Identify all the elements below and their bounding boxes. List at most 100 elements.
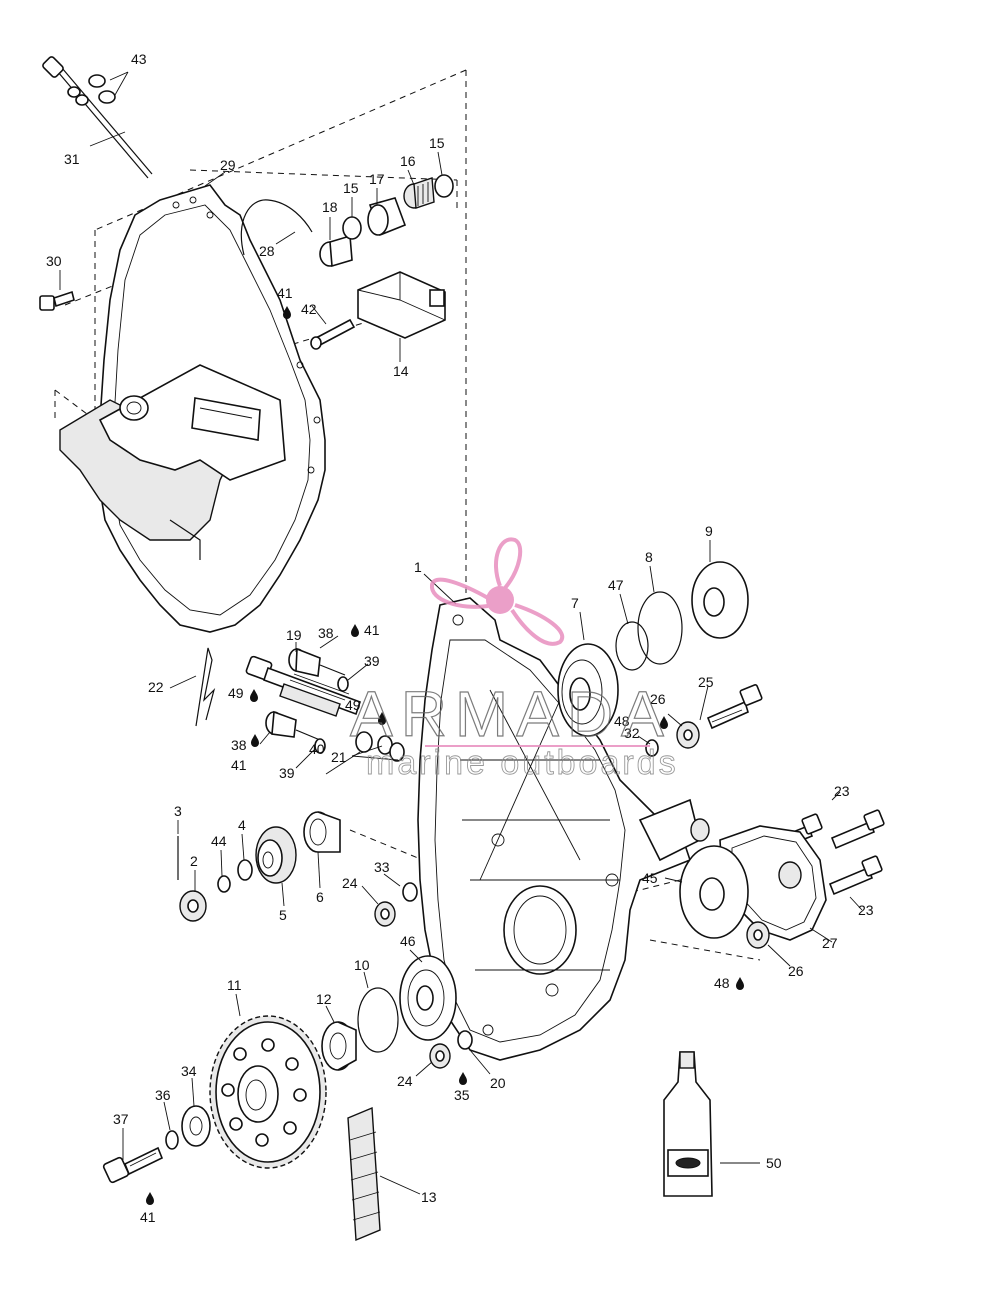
callout-44: 44 (211, 833, 227, 849)
bearing-17 (367, 197, 407, 237)
lubricant-drop-icon (250, 689, 258, 702)
callout-49: 49 (345, 697, 361, 713)
callout-3: 3 (174, 803, 182, 819)
callout-9: 9 (705, 523, 713, 539)
bushing-12 (321, 1021, 357, 1071)
callout-18: 18 (322, 199, 338, 215)
lubricant-drop-icon (351, 624, 359, 637)
callout-20: 20 (490, 1075, 506, 1091)
callout-22: 22 (148, 679, 164, 695)
callout-41: 41 (364, 622, 380, 638)
callout-32: 32 (624, 725, 640, 741)
washer-4 (237, 859, 253, 881)
o-rings-43 (88, 74, 116, 104)
watermark-tagline: marine outboards (366, 744, 679, 782)
callout-7: 7 (571, 595, 579, 611)
callout-15: 15 (343, 180, 359, 196)
spacer-rings-15 (342, 174, 454, 240)
callout-38: 38 (318, 625, 334, 641)
callout-36: 36 (155, 1087, 171, 1103)
callout-33: 33 (374, 859, 390, 875)
bushing-34 (181, 1105, 211, 1147)
callout-34: 34 (181, 1063, 197, 1079)
sprocket-11 (209, 1015, 327, 1169)
callout-43: 43 (131, 51, 147, 67)
callout-41: 41 (140, 1209, 156, 1225)
callout-23: 23 (834, 783, 850, 799)
bolt-30 (39, 290, 75, 311)
callout-25: 25 (698, 674, 714, 690)
callout-21: 21 (331, 749, 347, 765)
callout-30: 30 (46, 253, 62, 269)
callout-47: 47 (608, 577, 624, 593)
bracket-14 (357, 271, 446, 339)
clip-22 (195, 647, 216, 727)
callout-1: 1 (414, 559, 422, 575)
wire-28 (240, 199, 313, 256)
callout-10: 10 (354, 957, 370, 973)
callout-28: 28 (259, 243, 275, 259)
callout-39: 39 (364, 653, 380, 669)
needle-bearing-16 (403, 177, 435, 209)
watermark-brand: ARMADA (350, 678, 672, 750)
callout-41: 41 (231, 757, 247, 773)
callout-42: 42 (301, 301, 317, 317)
callout-39: 39 (279, 765, 295, 781)
bushing-18 (319, 234, 353, 268)
bolt-31 (42, 56, 153, 179)
pin-bolt-42 (310, 318, 356, 350)
callout-37: 37 (113, 1111, 129, 1127)
nut-24-top (374, 901, 396, 927)
callout-24: 24 (397, 1073, 413, 1089)
lubricant-bottle-50 (663, 1051, 713, 1197)
callout-16: 16 (400, 153, 416, 169)
callout-11: 11 (227, 977, 242, 993)
callout-49: 49 (228, 685, 244, 701)
callout-29: 29 (220, 157, 236, 173)
callout-17: 17 (369, 171, 385, 187)
leader-lines (59, 71, 863, 1195)
callout-5: 5 (279, 907, 287, 923)
seal-9 (691, 561, 749, 639)
callout-40: 40 (309, 741, 325, 757)
bearing-7 (557, 643, 619, 737)
lubricant-drop-icon (283, 306, 291, 319)
bolt-37 (102, 1146, 164, 1184)
spacer-38-top (288, 647, 346, 677)
seal-45 (679, 845, 749, 939)
callout-4: 4 (238, 817, 246, 833)
lubricant-drop-icon (459, 1072, 467, 1085)
washers-39 (314, 676, 349, 754)
callout-13: 13 (421, 1189, 437, 1205)
nut-24-bottom (429, 1043, 451, 1069)
washers-21 (377, 735, 405, 762)
callout-48: 48 (714, 975, 730, 991)
nut-2 (179, 890, 207, 922)
washer-33 (402, 882, 418, 902)
callout-12: 12 (316, 991, 332, 1007)
chaincase-cover (59, 184, 326, 633)
circlip-10 (357, 987, 399, 1053)
callout-46: 46 (400, 933, 416, 949)
callout-48: 48 (614, 713, 630, 729)
callout-24: 24 (342, 875, 358, 891)
lubricant-drop-icon (251, 734, 259, 747)
callout-31: 31 (64, 151, 80, 167)
callout-38: 38 (231, 737, 247, 753)
nut-26-top (676, 721, 700, 749)
callout-8: 8 (645, 549, 653, 565)
tensioner-19 (245, 655, 362, 717)
chain-13 (347, 1106, 381, 1242)
gear-5 (255, 826, 297, 884)
callout-19: 19 (286, 627, 302, 643)
lubricant-drop-icon (146, 1192, 154, 1205)
callout-15: 15 (429, 135, 445, 151)
bearing-46 (399, 955, 457, 1041)
washer-20 (457, 1030, 473, 1050)
chaincase-housing (417, 597, 701, 1061)
watermark: ARMADA marine outboards (349, 537, 679, 782)
callout-2: 2 (190, 853, 198, 869)
callout-35: 35 (454, 1087, 470, 1103)
propeller-logo-icon (430, 537, 565, 646)
